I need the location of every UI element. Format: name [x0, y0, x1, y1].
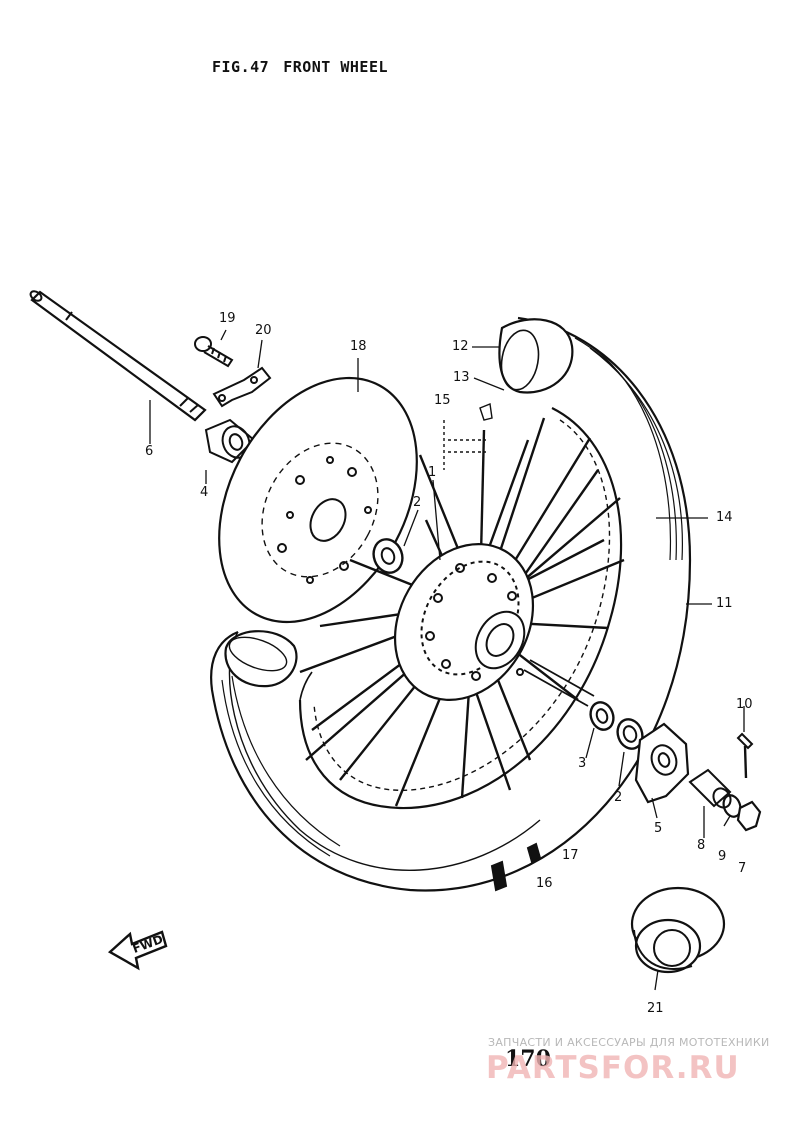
label-13: 13	[453, 370, 470, 385]
tire-section-left	[224, 630, 298, 688]
label-14: 14	[716, 510, 733, 525]
label-2-right: 2	[614, 790, 623, 805]
tire	[210, 316, 692, 892]
front-axle	[29, 290, 207, 422]
axle-collar	[204, 418, 256, 464]
label-2-left: 2	[413, 495, 422, 510]
page-number: 170	[505, 1046, 551, 1072]
spoke-detail	[443, 403, 493, 470]
left-bearing	[372, 538, 404, 574]
label-6: 6	[145, 444, 154, 459]
label-16: 16	[536, 876, 553, 891]
label-11: 11	[716, 596, 733, 611]
axle-nut	[736, 800, 762, 832]
balance-weight-17	[526, 842, 542, 864]
brake-disc	[218, 376, 418, 624]
label-8: 8	[697, 838, 706, 853]
speedometer-gearbox	[634, 722, 690, 804]
label-3: 3	[578, 756, 587, 771]
dust-cover	[630, 886, 726, 974]
figure-number: FIG.47	[212, 58, 270, 76]
label-9: 9	[718, 849, 727, 864]
watermark-tagline: ЗАПЧАСТИ И АКСЕССУАРЫ ДЛЯ МОТОТЕХНИКИ	[488, 1036, 770, 1049]
label-12: 12	[452, 339, 469, 354]
label-10: 10	[736, 697, 753, 712]
leader-lines	[149, 329, 745, 991]
oil-seal	[616, 718, 644, 750]
figure-name: FRONT WHEEL	[283, 58, 389, 76]
label-20: 20	[255, 323, 272, 338]
bolt	[194, 336, 234, 368]
label-17: 17	[562, 848, 579, 863]
washer	[722, 794, 742, 818]
label-21: 21	[647, 1001, 664, 1016]
watermark-logo: PARTSFOR.RU	[486, 1050, 740, 1086]
label-18: 18	[350, 339, 367, 354]
label-15: 15	[434, 393, 451, 408]
lock-washer	[212, 366, 272, 408]
right-bearing	[589, 701, 615, 731]
label-7: 7	[738, 861, 747, 876]
cotter-pin	[736, 732, 754, 779]
label-4: 4	[200, 485, 209, 500]
tire-section-top	[498, 318, 574, 394]
axle-spacer	[688, 768, 732, 809]
label-19: 19	[219, 311, 236, 326]
balance-weight-16	[490, 860, 508, 892]
wheel-hub	[393, 543, 595, 707]
label-1: 1	[428, 465, 437, 480]
forward-arrow	[107, 930, 168, 971]
figure-title: FIG.47 FRONT WHEEL	[212, 58, 388, 76]
rim	[298, 407, 623, 810]
label-5: 5	[654, 821, 663, 836]
